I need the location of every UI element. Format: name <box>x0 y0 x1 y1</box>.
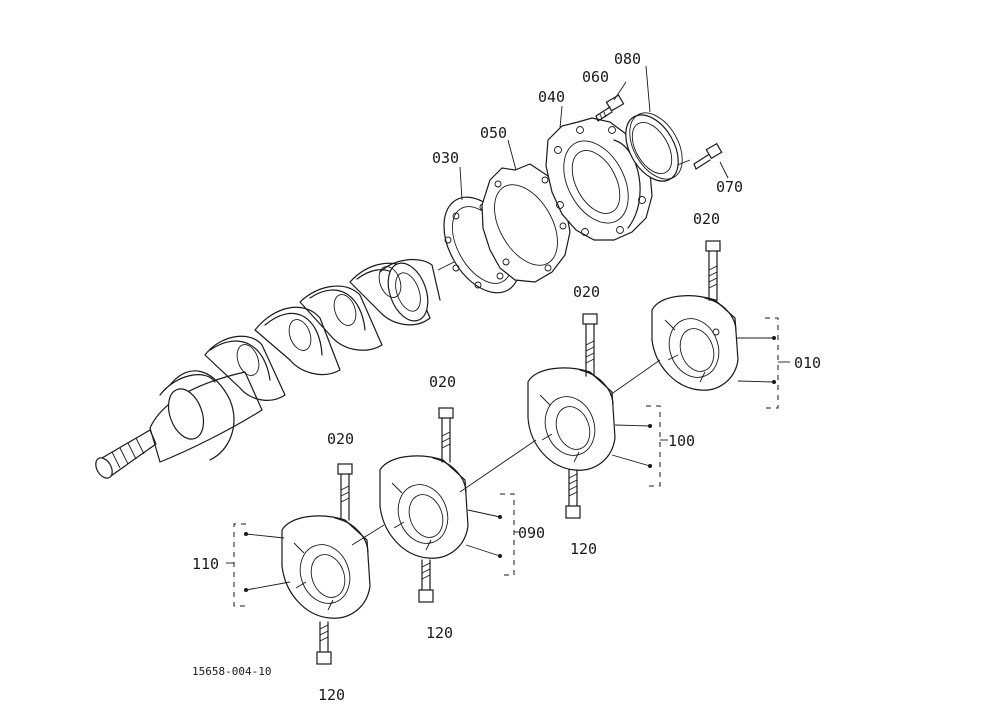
label-100: 100 <box>668 432 695 450</box>
bolt-070 <box>693 142 723 170</box>
assembly-axis-line <box>459 439 537 493</box>
oil-seal-080 <box>625 112 683 182</box>
label-060: 060 <box>582 68 609 86</box>
bolt-120-b <box>418 559 434 603</box>
label-040: 040 <box>538 88 565 106</box>
bearing-case-010 <box>651 295 739 391</box>
seal-case-040 <box>545 117 653 241</box>
bearing-case-090 <box>379 455 469 559</box>
label-120-c: 120 <box>570 540 597 558</box>
crankshaft <box>95 258 441 479</box>
label-120-b: 120 <box>426 624 453 642</box>
gasket-050 <box>481 163 571 283</box>
label-120-a: 120 <box>318 686 345 704</box>
label-010: 010 <box>794 354 821 372</box>
bolt-060 <box>595 94 625 122</box>
label-080: 080 <box>614 50 641 68</box>
bolt-120-c <box>565 469 581 519</box>
bolt-020-d <box>705 240 721 301</box>
label-020-c: 020 <box>573 283 600 301</box>
label-020-a: 020 <box>327 430 354 448</box>
label-050: 050 <box>480 124 507 142</box>
bolt-020-c <box>582 313 598 377</box>
label-030: 030 <box>432 149 459 167</box>
bolt-020-b <box>438 407 454 463</box>
bearing-case-100 <box>527 367 616 471</box>
label-020-d: 020 <box>693 210 720 228</box>
bearing-case-110 <box>281 515 371 619</box>
label-070: 070 <box>716 178 743 196</box>
drawing-code: 15658-004-10 <box>192 665 271 678</box>
bolt-020-a <box>337 463 353 521</box>
assembly-axis-line <box>609 359 661 396</box>
callout-brackets <box>226 65 790 607</box>
label-110: 110 <box>192 555 219 573</box>
bolt-120-a <box>316 621 332 665</box>
label-020-b: 020 <box>429 373 456 391</box>
assembly-axis-line <box>351 524 385 546</box>
label-090: 090 <box>518 524 545 542</box>
